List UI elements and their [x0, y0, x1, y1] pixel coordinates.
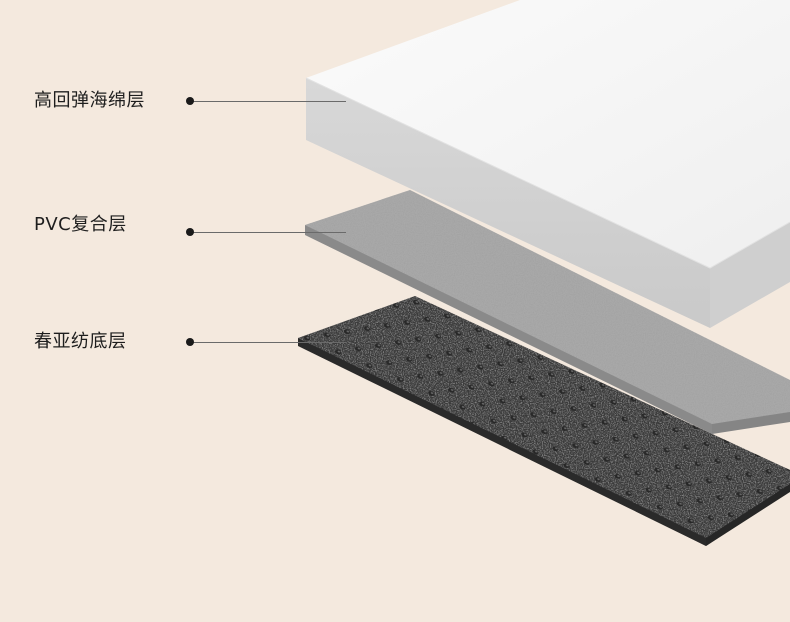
foam-layer	[305, 0, 790, 328]
callout-dot-bottom	[186, 338, 194, 346]
callout-line-foam	[190, 101, 346, 102]
callout-line-bottom	[190, 342, 346, 343]
label-foam-layer: 高回弹海绵层	[34, 90, 145, 111]
callout-dot-pvc	[186, 228, 194, 236]
label-pvc-layer: PVC复合层	[34, 214, 127, 235]
label-bottom-layer: 春亚纺底层	[34, 331, 127, 352]
bottom-layer	[298, 296, 790, 546]
callout-dot-foam	[186, 97, 194, 105]
pvc-layer	[305, 190, 790, 434]
callout-line-pvc	[190, 232, 346, 233]
